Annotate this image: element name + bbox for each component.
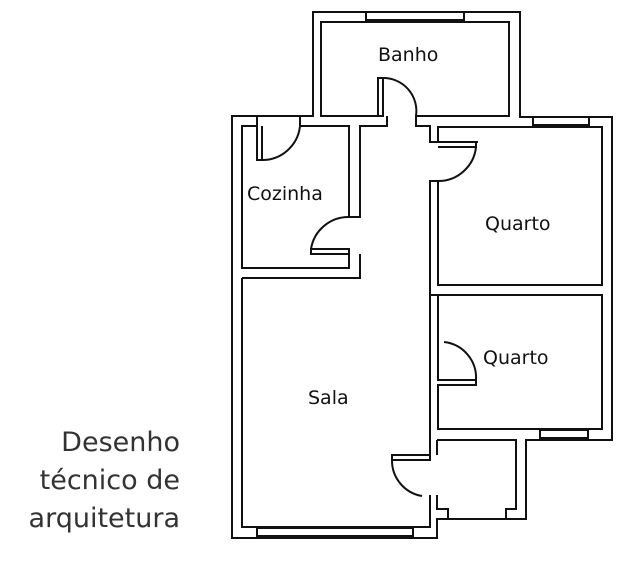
sala-window — [256, 527, 414, 537]
sala-door-swing — [390, 459, 423, 497]
banho-door-swing — [382, 76, 418, 117]
room-label-quarto2: Quarto — [483, 347, 549, 369]
cozinha-door-leaf — [256, 126, 263, 161]
service-room-wall — [436, 439, 517, 519]
outer-wall — [231, 11, 613, 539]
room-label-cozinha: Cozinha — [247, 183, 323, 205]
quarto1-door-swing — [437, 146, 477, 183]
cozinha-door-swing — [261, 125, 301, 162]
sala-door-leaf — [391, 454, 431, 461]
room-label-quarto1: Quarto — [485, 213, 551, 235]
quarto2-door-swing — [443, 341, 478, 381]
caption-line-3: arquitetura — [28, 503, 180, 534]
cozinha-door2-swing — [310, 215, 350, 250]
quarto1-wall — [429, 126, 603, 377]
quarto2-wall — [429, 294, 603, 430]
quarto2-window — [539, 429, 589, 439]
room-label-banho: Banho — [378, 44, 438, 66]
banho-window — [365, 11, 465, 21]
caption: Desenho técnico de arquitetura — [29, 424, 180, 538]
cozinha-door2-leaf — [310, 248, 350, 255]
banho-door-leaf — [377, 77, 384, 117]
cozinha-wall — [241, 116, 388, 279]
caption-line-1: Desenho — [61, 427, 180, 458]
room-label-sala: Sala — [308, 387, 349, 409]
quarto1-window — [532, 116, 590, 126]
quarto1-door-leaf — [438, 141, 477, 148]
caption-line-2: técnico de — [39, 465, 180, 496]
banho-wall — [320, 21, 510, 143]
